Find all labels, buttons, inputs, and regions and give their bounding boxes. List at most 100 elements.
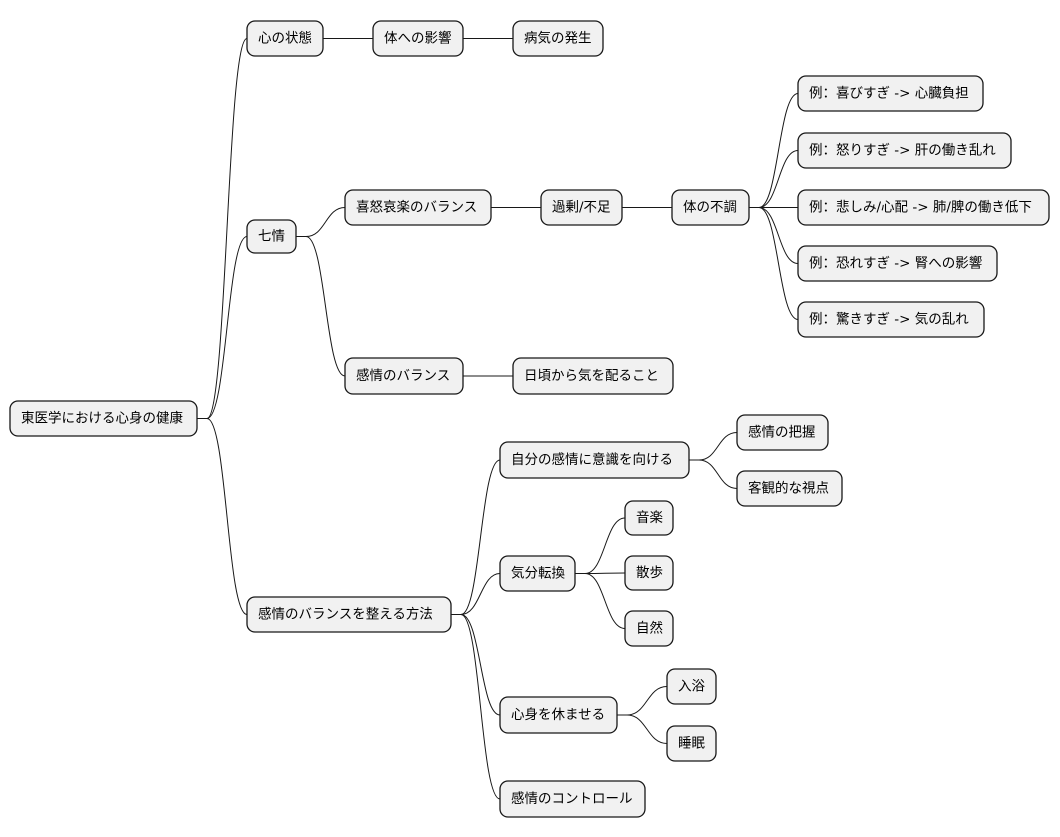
node-ex-surprise: 例：驚きすぎ -> 気の乱れ xyxy=(797,301,985,338)
node-box xyxy=(512,357,674,395)
node-box xyxy=(9,400,198,437)
node-box xyxy=(499,441,690,479)
node-box xyxy=(624,610,674,647)
node-box xyxy=(499,780,646,818)
node-label: 自分の感情に意識を向ける xyxy=(511,451,673,468)
node-box xyxy=(512,20,604,57)
node-box xyxy=(797,75,984,112)
edge-mood-change-to-music xyxy=(575,517,626,574)
node-mind-state: 心の状態 xyxy=(246,20,324,57)
node-label: 例：驚きすぎ -> 気の乱れ xyxy=(809,311,969,328)
node-music: 音楽 xyxy=(624,500,674,536)
node-box xyxy=(540,189,623,226)
edge-self-awareness-to-objective-view xyxy=(689,459,738,489)
node-box xyxy=(797,189,1050,226)
edge-rest-to-bathing xyxy=(617,686,668,716)
node-box xyxy=(624,500,674,536)
node-label: 散歩 xyxy=(636,565,663,581)
node-label: 心の状態 xyxy=(258,31,312,47)
node-label: 体への影響 xyxy=(384,30,452,47)
node-emotion-balance: 感情のバランス xyxy=(344,357,464,395)
node-label: 例：喜びすぎ -> 心臓負担 xyxy=(809,86,969,102)
edge-rest-to-sleep xyxy=(617,714,668,744)
node-label: 東医学における心身の健康 xyxy=(21,410,183,427)
node-disease-onset: 病気の発生 xyxy=(512,20,604,57)
node-excess-deficiency: 過剰/不足 xyxy=(540,189,623,226)
edge-root-to-mind-state xyxy=(197,38,248,419)
node-ex-anger: 例：怒りすぎ -> 肝の働き乱れ xyxy=(797,132,1012,169)
node-box xyxy=(499,696,618,734)
edge-seven-emotions-to-emotion-balance-4 xyxy=(296,207,346,237)
node-bathing: 入浴 xyxy=(666,668,717,705)
node-emotion-control: 感情のコントロール xyxy=(499,780,646,818)
edge-balance-methods-to-emotion-control xyxy=(451,614,501,800)
node-grasp-emotions: 感情の把握 xyxy=(736,414,829,451)
node-label: 心身を休ませる xyxy=(511,707,605,723)
node-label: 音楽 xyxy=(636,509,664,526)
node-ex-joy: 例：喜びすぎ -> 心臓負担 xyxy=(797,75,984,112)
edge-balance-methods-to-mood-change xyxy=(451,573,501,615)
node-box xyxy=(246,219,297,254)
node-ex-fear: 例：恐れすぎ -> 腎への影響 xyxy=(797,245,998,282)
node-box xyxy=(736,414,829,451)
node-emotion-balance-4: 喜怒哀楽のバランス xyxy=(344,189,492,226)
node-label: 過剰/不足 xyxy=(552,200,611,216)
node-label: 感情のバランスを整える方法 xyxy=(258,606,433,623)
edge-body-disorder-to-ex-joy xyxy=(749,93,799,208)
node-label: 入浴 xyxy=(678,679,706,695)
node-box xyxy=(246,596,452,633)
node-objective-view: 客観的な視点 xyxy=(736,470,843,507)
node-box xyxy=(666,725,717,762)
node-box xyxy=(344,357,464,395)
edge-self-awareness-to-grasp-emotions xyxy=(689,432,738,461)
node-label: 睡眠 xyxy=(678,736,706,752)
node-box xyxy=(736,470,843,507)
edge-seven-emotions-to-emotion-balance xyxy=(296,236,346,377)
node-label: 例：恐れすぎ -> 腎への影響 xyxy=(809,255,982,272)
node-box xyxy=(499,555,576,592)
node-box xyxy=(666,668,717,705)
node-box xyxy=(671,189,750,226)
node-walk: 散歩 xyxy=(624,555,674,591)
node-ex-sadness: 例：悲しみ/心配 -> 肺/脾の働き低下 xyxy=(797,189,1050,226)
node-seven-emotions: 七情 xyxy=(246,219,297,254)
node-label: 日頃から気を配ること xyxy=(524,368,659,384)
edge-mood-change-to-nature xyxy=(575,573,626,629)
edge-root-to-seven-emotions xyxy=(197,236,248,419)
node-label: 病気の発生 xyxy=(524,31,592,47)
node-box xyxy=(372,20,464,57)
edge-body-disorder-to-ex-surprise xyxy=(749,207,799,320)
node-label: 気分転換 xyxy=(511,566,565,582)
node-label: 感情のバランス xyxy=(356,367,450,384)
node-label: 客観的な視点 xyxy=(748,480,829,497)
node-balance-methods: 感情のバランスを整える方法 xyxy=(246,596,452,633)
node-label: 感情のコントロール xyxy=(511,790,633,807)
node-box xyxy=(797,301,985,338)
node-box xyxy=(246,20,324,57)
node-box xyxy=(797,245,998,282)
node-box xyxy=(624,555,674,591)
node-self-awareness: 自分の感情に意識を向ける xyxy=(499,441,690,479)
node-label: 例：怒りすぎ -> 肝の働き乱れ xyxy=(809,143,996,159)
node-nature: 自然 xyxy=(624,610,674,647)
node-label: 感情の把握 xyxy=(748,424,816,441)
node-effect-on-body: 体への影響 xyxy=(372,20,464,57)
node-box xyxy=(344,189,492,226)
node-sleep: 睡眠 xyxy=(666,725,717,762)
node-root: 東医学における心身の健康 xyxy=(9,400,198,437)
edge-balance-methods-to-self-awareness xyxy=(451,459,501,615)
node-label: 喜怒哀楽のバランス xyxy=(356,200,477,216)
node-daily-qi-care: 日頃から気を配ること xyxy=(512,357,674,395)
node-body-disorder: 体の不調 xyxy=(671,189,750,226)
node-label: 体の不調 xyxy=(683,200,737,216)
node-label: 七情 xyxy=(258,229,285,245)
edges-layer xyxy=(197,37,799,800)
node-label: 例：悲しみ/心配 -> 肺/脾の働き低下 xyxy=(809,199,1032,216)
node-rest: 心身を休ませる xyxy=(499,696,618,734)
node-label: 自然 xyxy=(636,620,663,637)
node-box xyxy=(797,132,1012,169)
node-mood-change: 気分転換 xyxy=(499,555,576,592)
edge-root-to-balance-methods xyxy=(197,418,248,615)
